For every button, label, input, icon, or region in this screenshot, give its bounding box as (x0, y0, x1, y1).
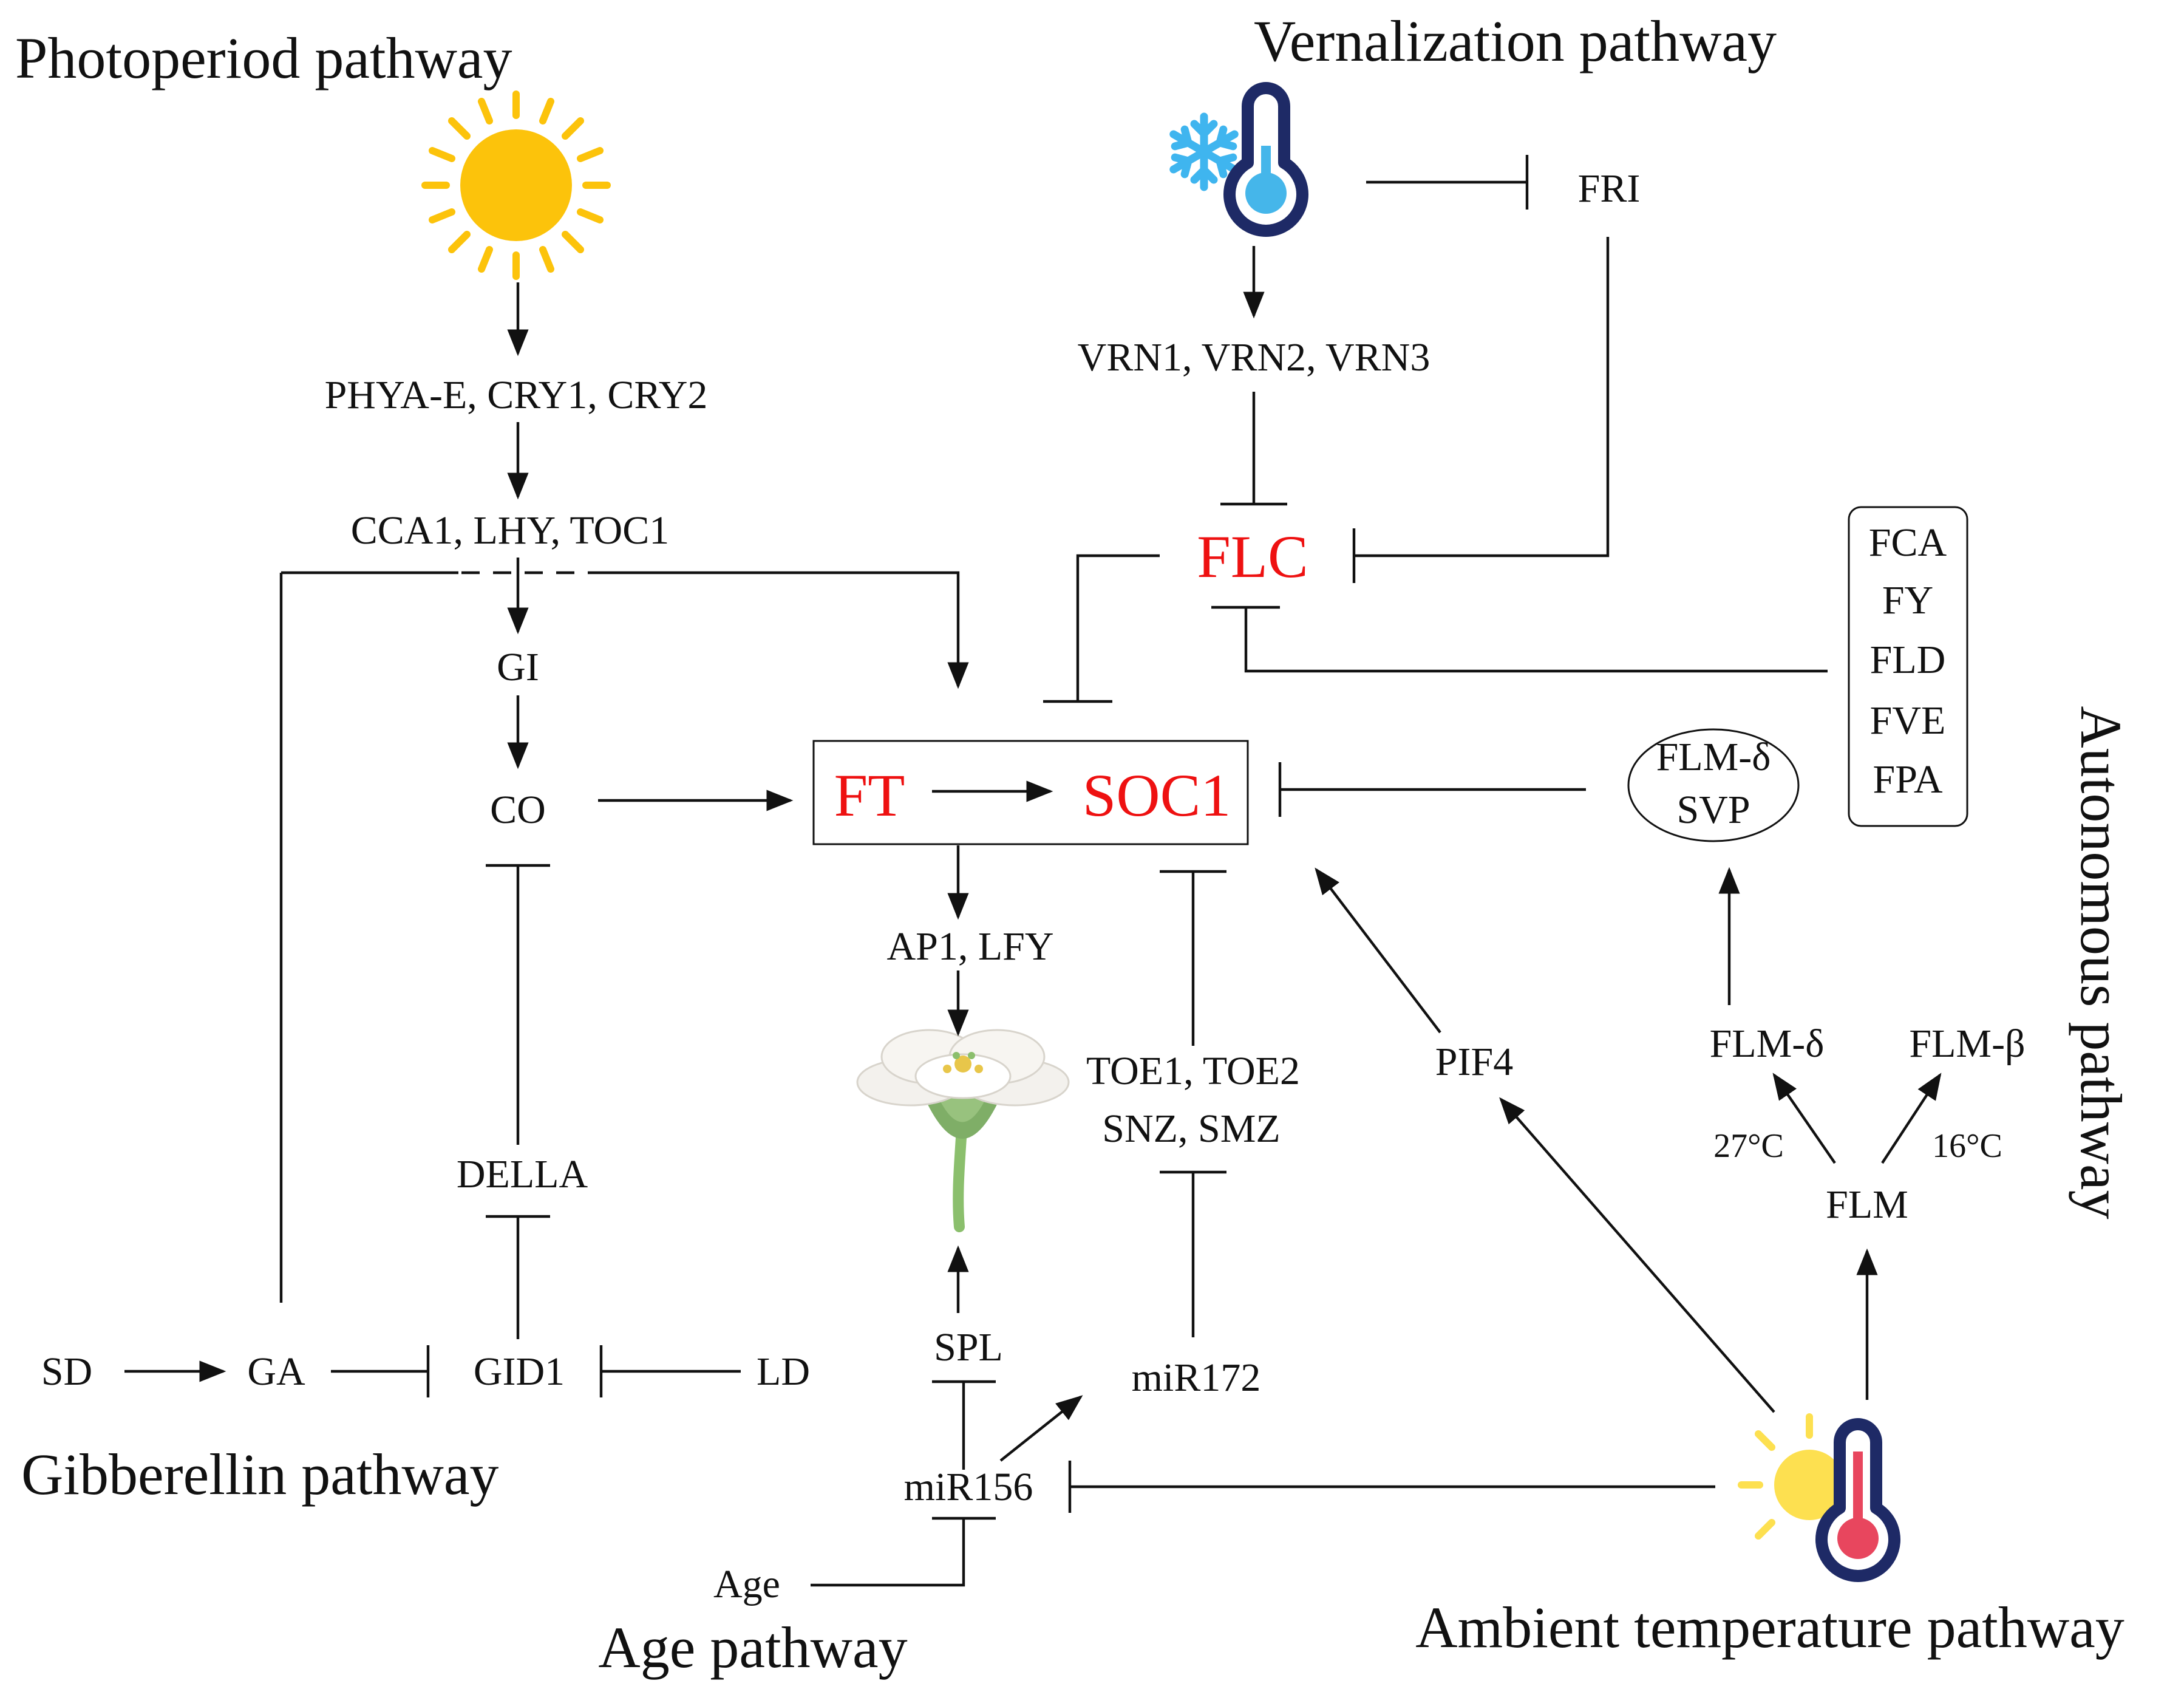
gid1-label: GID1 (474, 1349, 565, 1394)
age-pathway-title: Age pathway (598, 1615, 907, 1680)
inhibit-autonomous-to-flc (1244, 607, 1828, 673)
warm-thermometer-icon (1815, 1418, 1900, 1582)
fpa-label: FPA (1873, 757, 1942, 802)
gibberellin-pathway-title: Gibberellin pathway (21, 1442, 498, 1507)
flm-delta-svp-label-2: SVP (1676, 788, 1750, 832)
ga-label: GA (247, 1349, 305, 1394)
snz-smz-label: SNZ, SMZ (1102, 1107, 1280, 1151)
age-label: Age (713, 1562, 780, 1606)
sd-label: SD (41, 1349, 92, 1394)
arrow-pif4-to-soc1 (1315, 867, 1441, 1034)
soc1-label: SOC1 (1083, 762, 1231, 829)
fca-label: FCA (1869, 520, 1947, 565)
autonomous-genes-box (1848, 506, 1968, 827)
fld-label: FLD (1870, 638, 1946, 682)
sun-icon (421, 90, 611, 280)
ld-label: LD (757, 1349, 810, 1394)
cca1-lhy-toc1-label: CCA1, LHY, TOC1 (351, 508, 669, 553)
photoperiod-pathway-title: Photoperiod pathway (15, 26, 512, 90)
fy-label: FY (1882, 578, 1933, 623)
arrow-ambient-to-pif4 (1499, 1097, 1775, 1413)
flm-delta-svp-ellipse (1627, 728, 1800, 842)
arrow-mir156-to-mir172 (999, 1395, 1083, 1462)
snowflake-icon (1169, 112, 1239, 191)
arrow-cca1-to-ft-soc1 (589, 571, 969, 689)
spl-label: SPL (934, 1325, 1003, 1370)
temp-27c-label: 27°C (1713, 1127, 1784, 1165)
arrow-flm-to-flm-delta (1772, 1073, 1836, 1164)
fri-activates-flc (1354, 237, 1610, 558)
flm-label: FLM (1826, 1182, 1908, 1227)
della-label: DELLA (457, 1152, 588, 1196)
inhibit-flc-to-soc1 (1076, 554, 1160, 701)
vernalization-pathway-title: Vernalization pathway (1254, 9, 1777, 73)
fri-label: FRI (1578, 166, 1641, 211)
temp-16c-label: 16°C (1932, 1127, 2002, 1165)
flm-beta-label: FLM-β (1909, 1022, 2025, 1066)
pif4-label: PIF4 (1435, 1040, 1513, 1084)
ft-soc1-box (812, 740, 1249, 845)
ambient-temperature-pathway-title: Ambient temperature pathway (1415, 1595, 2124, 1660)
flc-label: FLC (1197, 523, 1308, 590)
arrow-flm-to-flm-beta (1881, 1073, 1942, 1164)
vrn-label: VRN1, VRN2, VRN3 (1078, 335, 1430, 380)
flower-icon (856, 1029, 1070, 1232)
ap1-lfy-label: AP1, LFY (886, 924, 1053, 969)
co-label: CO (490, 788, 546, 832)
gi-label: GI (497, 645, 539, 689)
warm-sun-icon (1738, 1413, 1862, 1540)
autonomous-pathway-title: Autonomous pathway (2069, 706, 2134, 1219)
ft-label: FT (834, 762, 905, 829)
phy-cry-label: PHYA-E, CRY1, CRY2 (325, 373, 708, 417)
flm-delta-label: FLM-δ (1710, 1022, 1825, 1066)
fve-label: FVE (1870, 698, 1946, 743)
mir156-label: miR156 (904, 1465, 1033, 1509)
toe-label: TOE1, TOE2 (1086, 1049, 1300, 1093)
inhibit-age-to-mir156 (811, 1518, 965, 1587)
flm-delta-svp-label-1: FLM-δ (1656, 735, 1771, 779)
mir172-label: miR172 (1132, 1356, 1261, 1400)
cold-thermometer-icon (1223, 82, 1308, 237)
